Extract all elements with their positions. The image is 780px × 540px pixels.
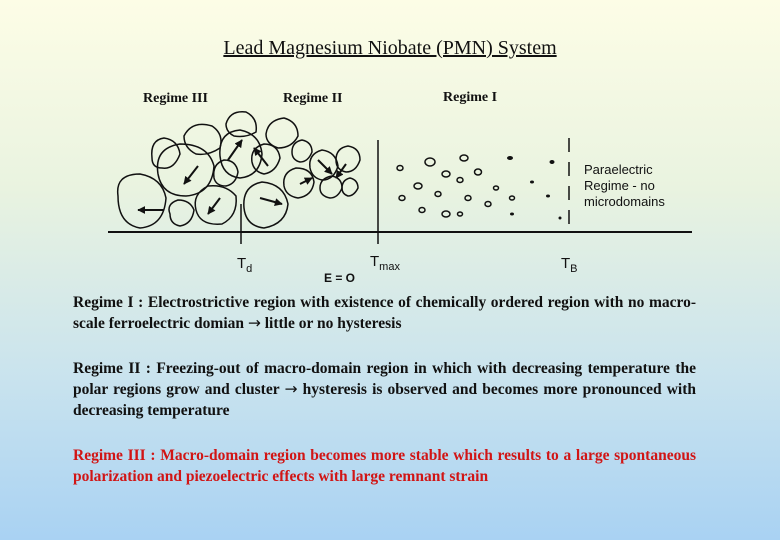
paraelectric-label-line1: Paraelectric: [584, 162, 653, 177]
polar-nano-regions: [396, 154, 516, 218]
regime-i-label: Regime I: [443, 90, 497, 105]
td-label: Td: [237, 255, 252, 275]
paraelectric-label-line2: Regime - no: [584, 178, 655, 193]
e-zero-label: E = O: [324, 271, 355, 285]
polar-nano-regions-filled: [507, 156, 562, 220]
page-title: Lead Magnesium Niobate (PMN) System: [223, 37, 557, 59]
paraelectric-label-line3: microdomains: [584, 194, 665, 209]
polarization-arrows: [137, 139, 347, 215]
right-arrow-icon: →: [247, 314, 261, 332]
right-arrow-icon: →: [284, 380, 298, 398]
tmax-label: Tmax: [370, 253, 400, 273]
pmn-domain-diagram: Regime III Regime II Regime I: [108, 90, 692, 285]
regime-ii-description: Regime II : Freezing-out of macro-domain…: [73, 360, 697, 419]
tb-label: TB: [561, 255, 578, 275]
regime-iii-description: Regime III : Macro-domain region becomes…: [73, 447, 696, 485]
regime-ii-label: Regime II: [283, 91, 343, 106]
regime-iii-label: Regime III: [143, 91, 208, 106]
macro-domain-grains: [116, 111, 361, 229]
regime-i-description: Regime I : Electrostrictive region with …: [73, 294, 696, 332]
